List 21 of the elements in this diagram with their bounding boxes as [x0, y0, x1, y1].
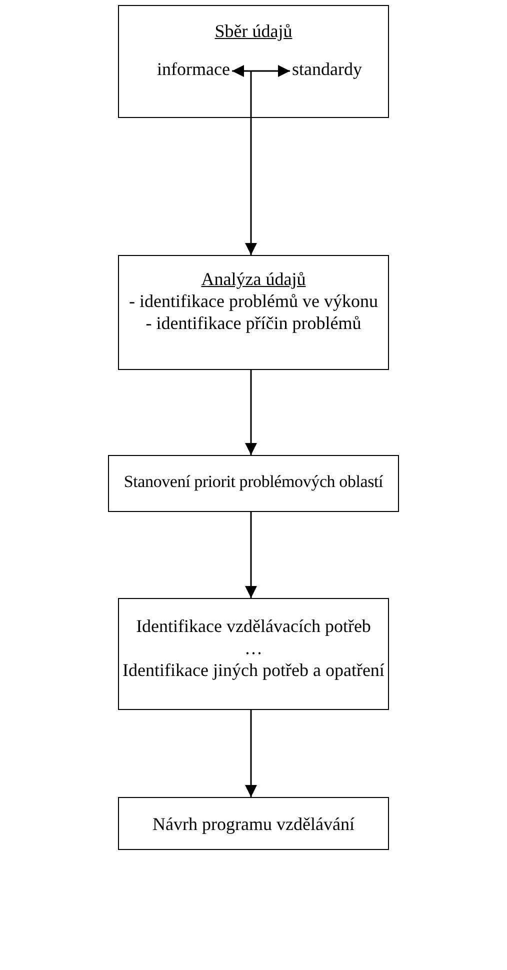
box-text: Stanovení priorit problémových oblastí	[122, 471, 384, 493]
process-box	[118, 5, 389, 118]
arrow	[245, 512, 257, 598]
node-label: standardy	[292, 56, 382, 82]
box-heading: Sběr údajů	[214, 20, 294, 42]
process-box	[108, 455, 399, 512]
node-label: informace	[130, 56, 230, 82]
box-text: Identifikace vzdělávacích potřeb	[135, 615, 372, 637]
arrow	[245, 710, 257, 797]
process-box	[118, 255, 389, 370]
box-text: - identifikace problémů ve výkonu	[128, 290, 379, 312]
arrow	[232, 65, 290, 77]
box-text: …	[244, 637, 264, 659]
box-text: - identifikace příčin problémů	[144, 312, 362, 334]
arrow	[245, 118, 257, 255]
box-heading: Analýza údajů	[200, 268, 307, 290]
process-box	[118, 598, 389, 710]
arrow	[245, 370, 257, 455]
process-box	[118, 797, 389, 850]
box-text: Identifikace jiných potřeb a opatření	[122, 659, 386, 681]
box-text: Návrh programu vzdělávání	[152, 813, 356, 835]
